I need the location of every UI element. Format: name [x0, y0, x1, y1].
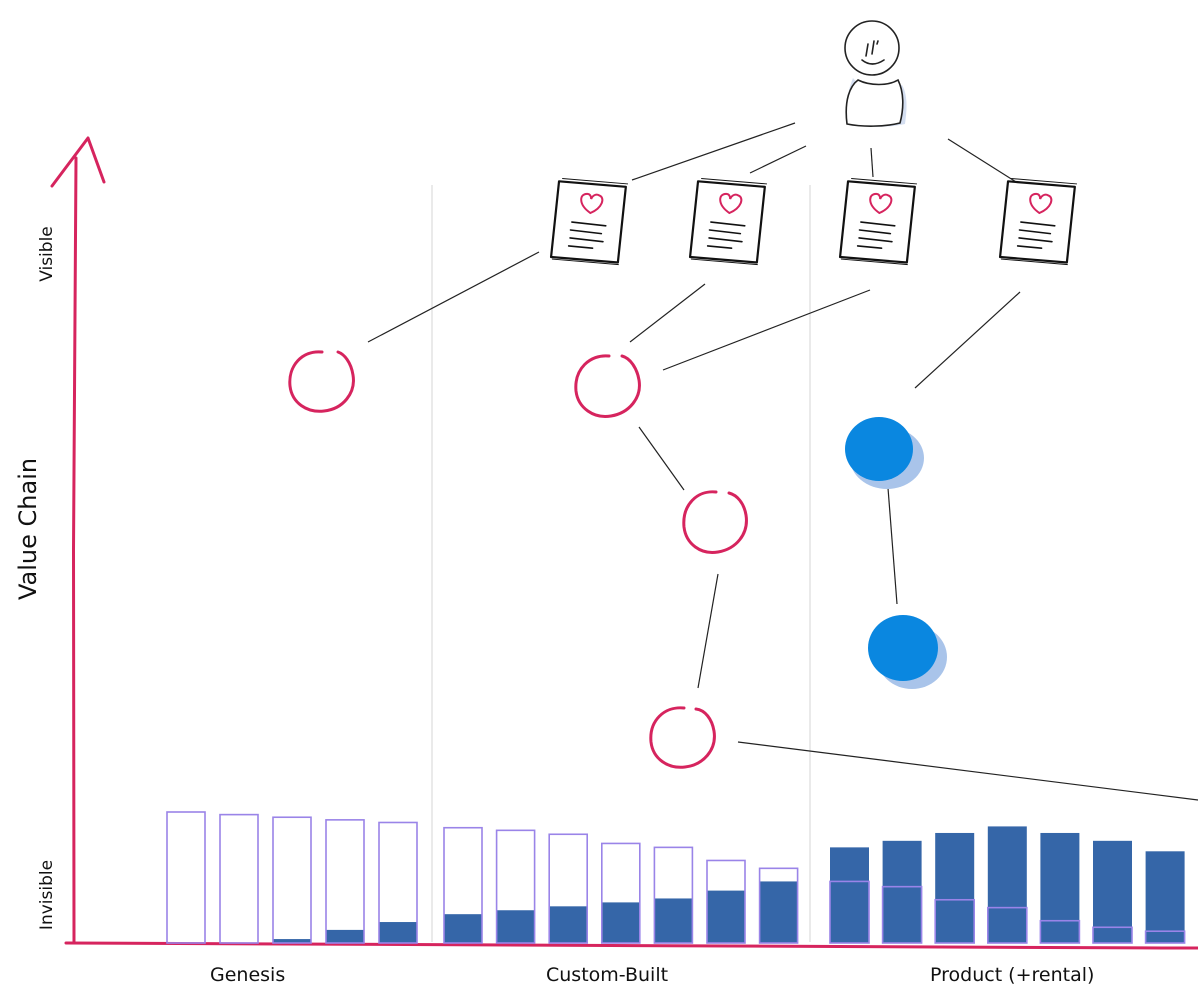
evolution-bar-outline	[548, 833, 589, 944]
evolution-bar-fill	[987, 826, 1027, 943]
component-node-filled	[868, 615, 947, 689]
evolution-bar-outline	[600, 842, 641, 944]
evolution-bar-fill	[1145, 851, 1185, 943]
evolution-bar-outline	[986, 906, 1028, 944]
evolution-bar-fill	[707, 890, 745, 943]
links	[367, 122, 1198, 801]
evolution-bar-fill	[326, 929, 364, 943]
link	[870, 147, 874, 178]
evolution-bar-outline	[272, 816, 312, 944]
evolution-bar-outline	[378, 821, 418, 944]
evolution-bar-outline	[653, 846, 694, 944]
evolution-bar-outline	[1092, 926, 1133, 944]
evolution-bar-outline	[829, 880, 870, 944]
evolution-bar-fill	[601, 902, 640, 943]
evolution-bar-outline	[706, 859, 746, 944]
evolution-bar-outline	[443, 826, 483, 944]
document-heart-icon	[838, 177, 918, 266]
component-node	[574, 354, 641, 418]
evolution-bar-outline	[219, 813, 259, 944]
y-axis-arrowhead	[50, 136, 106, 188]
link	[887, 487, 898, 605]
evolution-bar-fill	[882, 840, 922, 943]
evolution-bar-fill	[1040, 832, 1080, 943]
stage-label-custom-built: Custom-Built	[546, 964, 669, 986]
stage-label-genesis: Genesis	[210, 964, 286, 986]
stage-label-product: Product (+rental)	[930, 964, 1095, 986]
documents	[549, 177, 1078, 266]
evolution-bar-outline	[758, 867, 799, 944]
evolution-bar-fill	[444, 914, 482, 943]
document-heart-icon	[998, 177, 1078, 266]
link	[737, 741, 1198, 801]
document-heart-icon	[688, 177, 768, 266]
filled-nodes	[845, 417, 947, 689]
user-icon	[844, 20, 907, 127]
y-axis-bottom-label: Invisible	[37, 859, 57, 931]
evolution-bar-fill	[379, 922, 417, 943]
evolution-bar-fill	[935, 832, 975, 943]
evolution-bar-outline	[325, 819, 365, 944]
evolution-bar-fill	[549, 906, 588, 943]
evolution-bar-outline	[495, 829, 536, 944]
x-axis	[64, 941, 1198, 950]
evolution-bar-outline	[166, 811, 206, 944]
evolution-bar-fill	[496, 910, 535, 943]
evolution-bar-fill	[759, 881, 798, 943]
link	[697, 573, 719, 689]
evolution-bar-outline	[934, 898, 976, 944]
link	[367, 251, 540, 343]
evolution-bar-outline	[1144, 930, 1186, 944]
component-node-filled	[845, 417, 924, 489]
link	[631, 122, 796, 181]
link	[914, 291, 1021, 389]
evolution-bar-fill	[654, 898, 693, 943]
link	[629, 283, 706, 343]
y-axis-top-label: Visible	[37, 226, 57, 282]
evolution-bar-fill	[830, 847, 869, 943]
evolution-bar-fill	[273, 939, 311, 943]
component-node	[682, 490, 748, 554]
evolution-bar-outline	[1039, 919, 1081, 944]
y-axis	[71, 156, 78, 944]
link	[662, 289, 871, 371]
outline-nodes	[288, 350, 748, 769]
link	[947, 138, 1025, 188]
link	[749, 145, 807, 174]
evolution-bar-outline	[881, 885, 923, 944]
document-heart-icon	[549, 177, 629, 266]
link	[638, 426, 685, 491]
evolution-bars	[166, 811, 1186, 944]
y-axis-title: Value Chain	[14, 457, 42, 600]
component-node	[288, 350, 355, 413]
component-node	[649, 706, 716, 769]
evolution-bar-fill	[1093, 840, 1132, 943]
